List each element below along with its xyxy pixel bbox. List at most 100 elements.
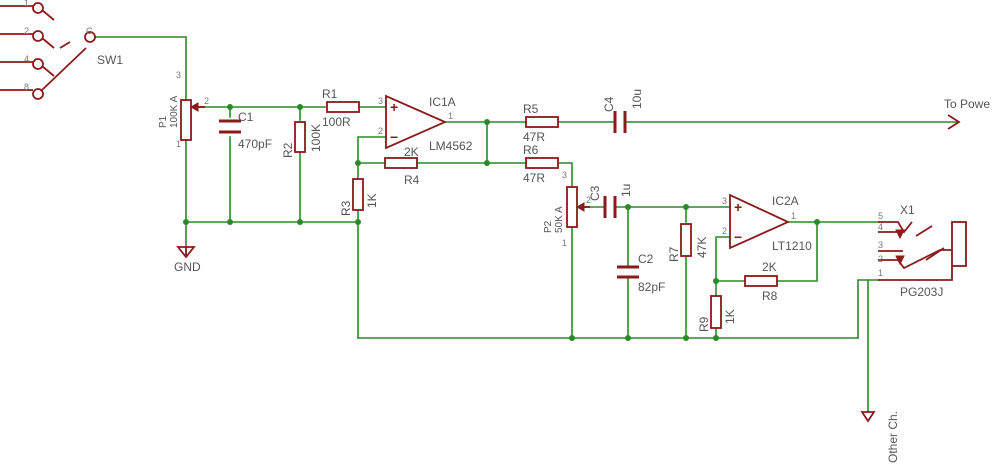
p1-pin2: 2 <box>204 96 209 106</box>
junction <box>227 219 233 225</box>
wires <box>94 36 959 413</box>
switch-contact <box>32 30 44 42</box>
r7-value: 47K <box>695 237 709 258</box>
x1-pin4: 4 <box>878 222 883 232</box>
ic2-pin2: 2 <box>722 226 727 236</box>
p1-body <box>180 99 192 141</box>
jack-body <box>951 221 967 267</box>
r2-ref: R2 <box>281 142 295 158</box>
junction <box>569 335 575 341</box>
junction <box>814 219 820 225</box>
jack-tip <box>915 225 945 261</box>
resistor-r6: R6 47R <box>523 143 559 185</box>
r6-ref: R6 <box>523 143 539 157</box>
ic2-part: LT1210 <box>772 239 812 253</box>
c1-ref: C1 <box>238 110 254 124</box>
r1-body <box>326 101 360 113</box>
ic2-plus: + <box>734 199 742 215</box>
capacitor-c2: C2 82pF <box>617 252 665 294</box>
junction <box>683 204 689 210</box>
wire-r8-right <box>777 221 818 282</box>
p2-wiper-arrow <box>575 202 585 212</box>
junction <box>625 204 631 210</box>
c3-ref: C3 <box>588 185 602 201</box>
other-channel-label: Other Ch. <box>886 411 900 463</box>
switch-contact <box>32 88 44 100</box>
resistor-r1: R1 100R <box>322 87 360 129</box>
r5-value: 47R <box>523 130 545 144</box>
r8-body <box>744 275 778 287</box>
c2-plates <box>617 265 639 279</box>
p2-pin3: 3 <box>562 170 567 180</box>
ic1-ref: IC1A <box>429 95 456 109</box>
ic2-body <box>729 193 791 250</box>
switch-contact <box>32 2 44 14</box>
ic2-pin3: 3 <box>722 196 727 206</box>
gnd-label: GND <box>174 260 201 274</box>
other-channel: Other Ch. <box>860 411 900 463</box>
switch-pos-8: 8 <box>24 82 29 92</box>
jack-leads <box>878 221 953 281</box>
x1-ref: X1 <box>900 203 915 217</box>
junction <box>355 219 361 225</box>
ic1-pin2: 2 <box>378 126 383 136</box>
c1-plates <box>219 119 241 134</box>
c1-value: 470pF <box>238 137 272 151</box>
switch-sw1: 1 2 4 8 C SW1 <box>0 0 123 100</box>
c2-ref: C2 <box>638 252 654 266</box>
c3-plates <box>603 196 617 218</box>
ground-symbol: GND <box>174 246 201 274</box>
resistor-r9: R9 1K <box>697 295 737 332</box>
junction <box>183 219 189 225</box>
switch-contact <box>32 58 44 70</box>
r5-body <box>525 116 559 128</box>
output-label: To Powe <box>944 97 990 111</box>
r6-body <box>525 157 559 169</box>
r9-value: 1K <box>723 309 737 324</box>
c2-value: 82pF <box>638 280 665 294</box>
r3-ref: R3 <box>339 200 353 216</box>
capacitor-c4: C4 10u <box>602 89 644 133</box>
p2-pin1: 1 <box>562 238 567 248</box>
down-arrow-icon <box>860 411 876 423</box>
r4-ref: R4 <box>404 173 420 187</box>
c3-value: 1u <box>619 184 633 197</box>
switch-pos-2: 2 <box>24 26 29 36</box>
r4-value: 2K <box>404 145 419 159</box>
r3-value: 1K <box>365 193 379 208</box>
ic1-plus: + <box>390 99 398 115</box>
r9-ref: R9 <box>697 316 711 332</box>
potentiometer-p1: 3 2 1 P1 100K A <box>158 70 209 149</box>
output-to-power: To Powe <box>944 97 990 130</box>
wire-sw-to-p1 <box>94 36 187 101</box>
jack-contact-arrow <box>895 255 905 266</box>
junction <box>227 104 233 110</box>
opamp-ic1a: + − 3 2 1 IC1A LM4562 <box>378 94 473 153</box>
junction <box>355 160 361 166</box>
switch-ref: SW1 <box>97 53 123 67</box>
r2-value: 100K <box>309 124 323 152</box>
ic1-body <box>385 94 448 150</box>
ic1-minus: − <box>390 129 398 145</box>
ic1-pin3: 3 <box>378 96 383 106</box>
junction <box>484 160 490 166</box>
capacitor-c1: C1 470pF <box>219 110 272 151</box>
junction <box>484 119 490 125</box>
wire-r6-to-p2 <box>557 162 573 188</box>
p2-ref: P2 <box>543 220 554 233</box>
p1-wiper-arrow <box>189 102 199 112</box>
junction <box>297 104 303 110</box>
ic2-ref: IC2A <box>772 194 799 208</box>
junction <box>713 335 719 341</box>
r6-value: 47R <box>523 171 545 185</box>
switch-common-contact <box>84 31 96 43</box>
opamp-ic2a: + − 3 2 1 IC2A LT1210 <box>722 193 812 253</box>
r4-body <box>384 157 418 169</box>
capacitor-c3: C3 1u <box>588 184 633 218</box>
jack-contact-arrow <box>895 229 905 240</box>
r2-body <box>294 121 306 153</box>
p2-value: 50K A <box>554 206 565 233</box>
resistor-r5: R5 47R <box>523 102 559 144</box>
resistor-r2: R2 100K <box>281 121 323 158</box>
p1-ref: P1 <box>158 115 169 128</box>
